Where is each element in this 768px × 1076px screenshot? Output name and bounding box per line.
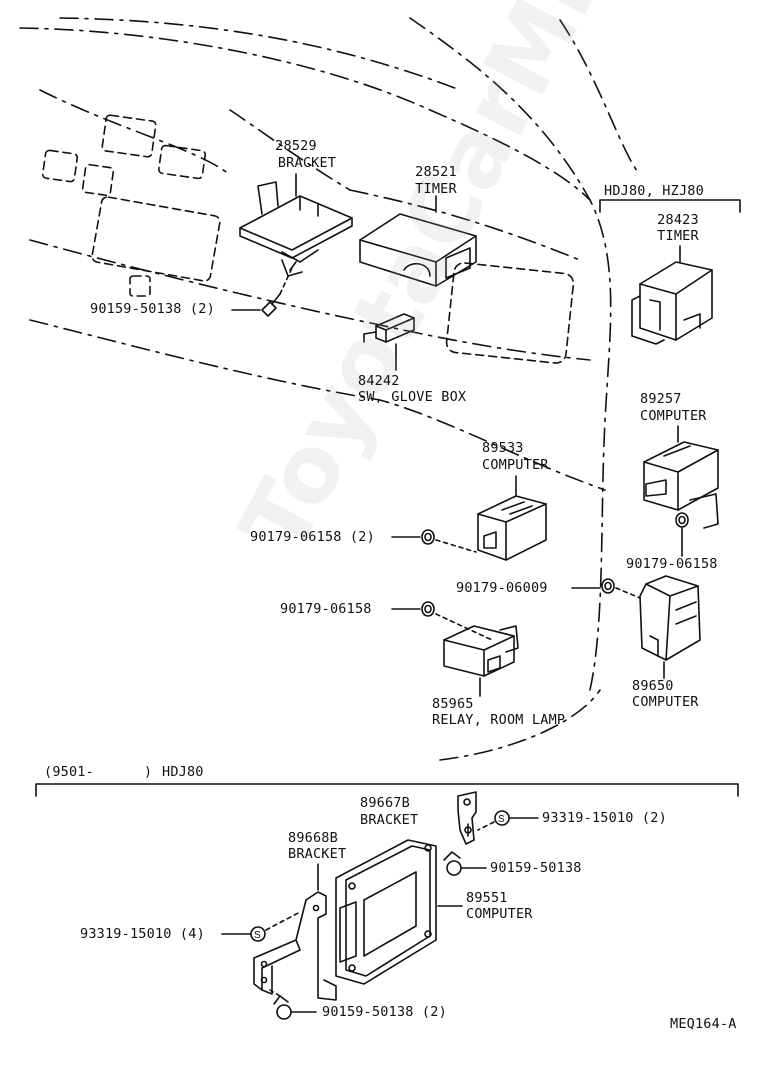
svg-text:S: S: [254, 930, 261, 941]
nut-d-shape: [601, 578, 615, 594]
label-28529-number: 28529: [275, 138, 317, 154]
label-89667b-name: BRACKET: [360, 812, 419, 828]
label-28423-number: 28423: [657, 212, 699, 228]
computer-89533-shape: [477, 495, 547, 561]
bracket-89667b-shape: [457, 791, 477, 845]
dashboard-outline: [19, 17, 641, 761]
timer-28521-shape: [359, 213, 477, 287]
computer-89551-shape: [335, 839, 437, 985]
svg-text:S: S: [498, 814, 505, 825]
label-85965-number: 85965: [432, 696, 474, 712]
bracket-89668b-shape: [253, 891, 337, 1001]
label-89668b-number: 89668B: [288, 830, 338, 846]
label-nut-a: 90179-06158 (2): [250, 529, 375, 545]
group-label-lower-model: HDJ80: [162, 764, 204, 780]
label-28529-name: BRACKET: [277, 155, 337, 171]
label-28521-name: TIMER: [415, 181, 457, 197]
label-89650-name: COMPUTER: [632, 694, 699, 710]
relay-85965-shape: [443, 625, 519, 677]
label-89257-number: 89257: [640, 391, 682, 407]
bolt-top-shape: [261, 293, 281, 317]
label-nut-b: 90179-06158: [280, 601, 372, 617]
diagram-code: MEQ164-A: [670, 1016, 737, 1032]
label-89551-name: COMPUTER: [466, 906, 533, 922]
label-nut-d: 90179-06009: [456, 580, 548, 596]
nut-c-shape: [675, 512, 689, 528]
label-89257-name: COMPUTER: [640, 408, 707, 424]
group-bracket-hdj80-hzj80: [599, 199, 741, 213]
group-label-hdj80-hzj80: HDJ80, HZJ80: [604, 183, 704, 199]
dashboard-panels: [41, 114, 575, 364]
label-89650-number: 89650: [632, 678, 674, 694]
group-bracket-lower: [35, 783, 739, 797]
computer-89257-shape: [643, 441, 719, 529]
label-89533-name: COMPUTER: [482, 457, 549, 473]
bolt-90159-pair-shape: [273, 995, 292, 1020]
computer-89650-shape: [639, 575, 701, 661]
label-89667b-number: 89667B: [360, 795, 410, 811]
bolt-90159-single-shape: [443, 851, 462, 876]
label-84242-name: SW, GLOVE BOX: [358, 389, 467, 405]
timer-28423-shape: [631, 261, 713, 345]
bolt-93319-b-shape: [250, 926, 266, 942]
nut-a-shape: [421, 529, 435, 545]
label-bolt-top: 90159-50138 (2): [90, 301, 215, 317]
label-84242-number: 84242: [358, 373, 400, 389]
label-bolt-90159-pair: 90159-50138 (2): [322, 1004, 447, 1020]
label-89533-number: 89533: [482, 440, 524, 456]
label-nut-c: 90179-06158: [626, 556, 718, 572]
bracket-28529-shape: [239, 181, 353, 277]
nut-b-shape: [421, 601, 435, 617]
label-bolt-90159-single: 90159-50138: [490, 860, 582, 876]
label-bolt-93319-a: 93319-15010 (2): [542, 810, 667, 826]
label-89668b-name: BRACKET: [288, 846, 347, 862]
label-28521-number: 28521: [415, 164, 457, 180]
label-89551-number: 89551: [466, 890, 508, 906]
group-label-lower-date: (9501- ): [44, 764, 153, 780]
switch-84242-shape: [363, 313, 415, 343]
label-85965-name: RELAY, ROOM LAMP: [432, 712, 566, 728]
label-28423-name: TIMER: [657, 228, 699, 244]
label-bolt-93319-b: 93319-15010 (4): [80, 926, 205, 942]
bolt-93319-a-shape: [494, 810, 510, 826]
